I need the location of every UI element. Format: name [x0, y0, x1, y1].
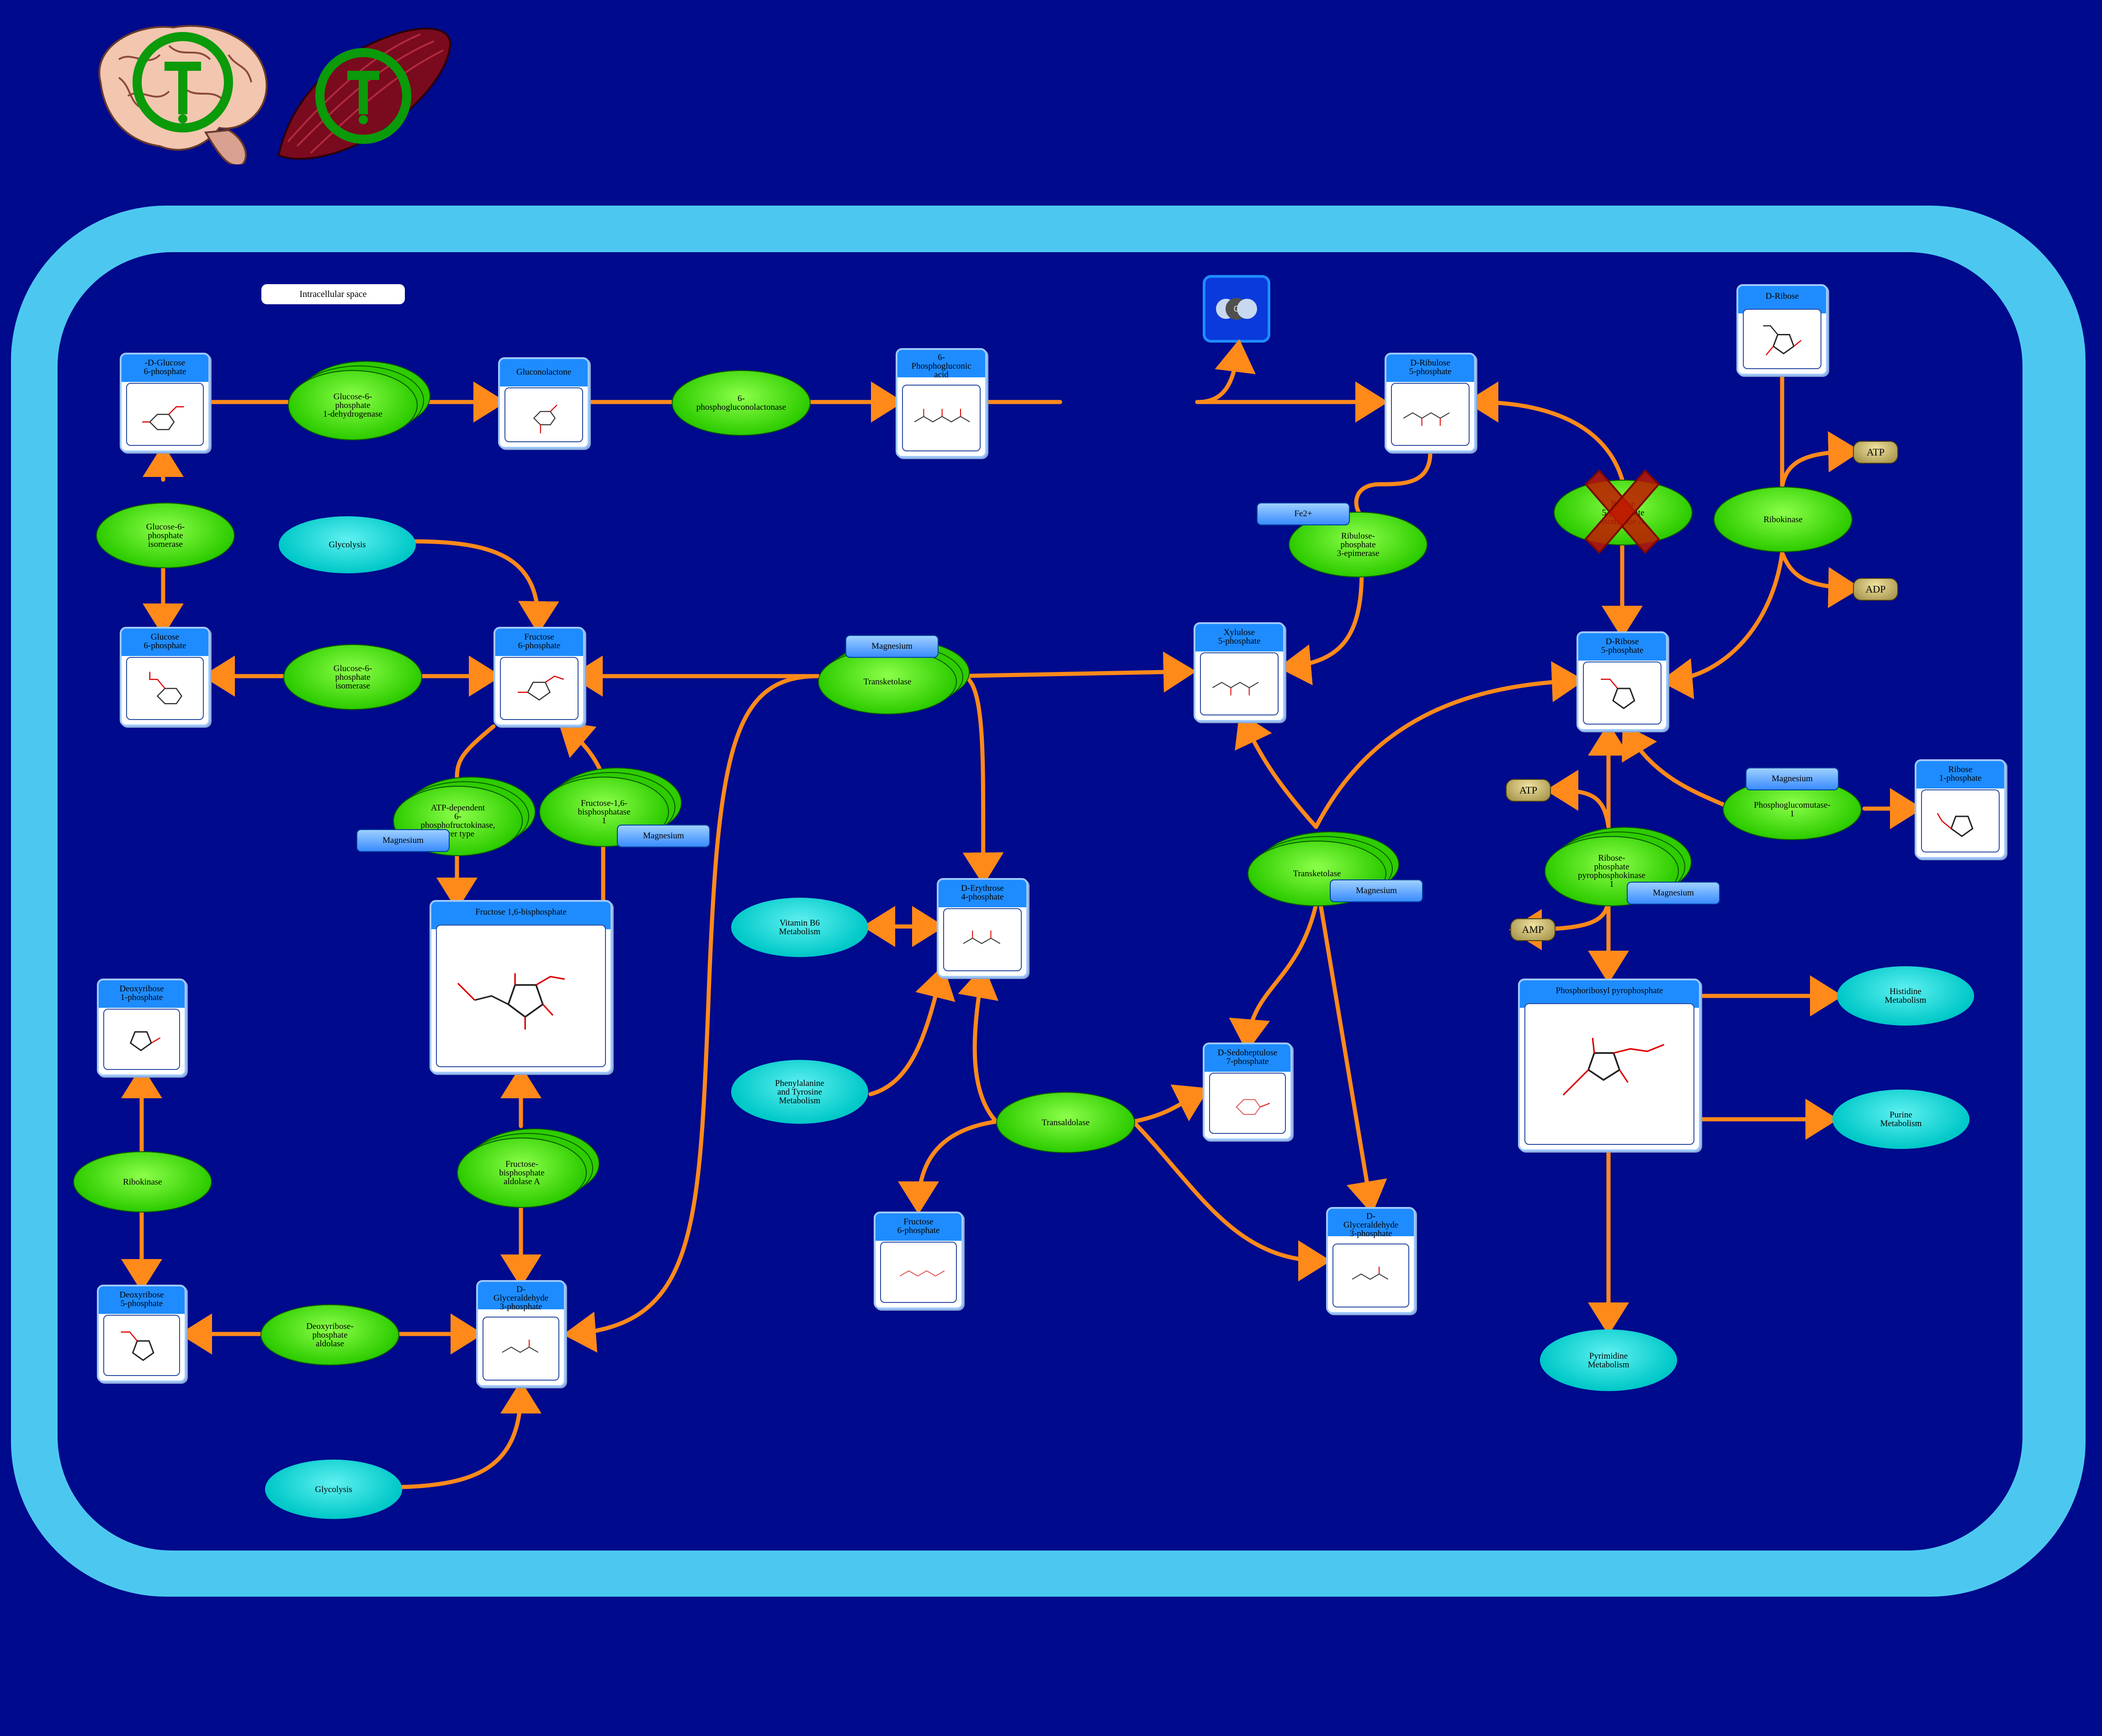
metabolite-label: Xylulose 5-phosphate	[1218, 628, 1261, 646]
metabolite-alpha-d-glucose-6-phosphate[interactable]: -D-Glucose 6-phosphate	[120, 353, 210, 452]
metabolite-label: D-Sedoheptulose 7-phosphate	[1217, 1048, 1278, 1066]
pathway-glycolysis-top[interactable]: Glycolysis	[279, 516, 416, 573]
enzyme-fructose-bisphosphate-aldolase-a[interactable]: Fructose- bisphosphate aldolase A	[457, 1138, 587, 1208]
inhibited-enzyme-cross-icon	[1584, 469, 1660, 554]
metabolite-d-glyceraldehyde-3-phosphate-left[interactable]: D- Glyceraldehyde 3-phosphate	[476, 1280, 566, 1387]
structure-image	[902, 385, 981, 451]
cofactor-magnesium-transketolase-mid[interactable]: Magnesium	[1330, 879, 1423, 902]
structure-image	[126, 383, 204, 446]
metabolite-label: D-Ribulose 5-phosphate	[1409, 358, 1452, 376]
metabolite-deoxyribose-1-phosphate[interactable]: Deoxyribose 1-phosphate	[97, 979, 186, 1076]
enzyme-glucose-6-phosphate-isomerase-mid[interactable]: Glucose-6- phosphate isomerase	[283, 644, 422, 710]
metabolite-label: Phosphoribosyl pyrophosphate	[1555, 985, 1663, 995]
metabolite-d-sedoheptulose-7-phosphate[interactable]: D-Sedoheptulose 7-phosphate	[1203, 1043, 1292, 1140]
structure-image	[1200, 652, 1279, 715]
structure-image	[1583, 662, 1661, 725]
structure-image	[1921, 789, 2000, 852]
metabolite-label: 6- Phosphogluconic acid	[911, 352, 971, 380]
enzyme-transketolase-top[interactable]: Transketolase	[818, 649, 957, 715]
structure-image	[880, 1242, 957, 1303]
cofactor-magnesium-prps[interactable]: Magnesium	[1627, 882, 1720, 905]
metabolite-deoxyribose-5-phosphate[interactable]: Deoxyribose 5-phosphate	[97, 1285, 186, 1382]
metabolite-label: D- Glyceraldehyde 3-phosphate	[1343, 1211, 1399, 1238]
brain-organ-icon	[98, 25, 268, 164]
pathway-pyrimidine-metabolism[interactable]: Pyrimidine Metabolism	[1540, 1329, 1677, 1391]
compartment-label: Intracellular space	[261, 284, 405, 304]
metabolite-label: Fructose 1,6-bisphosphate	[475, 907, 567, 917]
enzyme-glucose-6-phosphate-isomerase-top[interactable]: Glucose-6- phosphate isomerase	[96, 503, 235, 568]
metabolite-glucose-6-phosphate[interactable]: Glucose 6-phosphate	[120, 627, 210, 726]
co2-molecule-icon: C	[1203, 275, 1270, 343]
structure-image	[500, 657, 579, 720]
metabolite-gluconolactone[interactable]: Gluconolactone	[498, 357, 589, 449]
metabolite-phosphoribosyl-pyrophosphate[interactable]: Phosphoribosyl pyrophosphate	[1518, 979, 1701, 1151]
structure-image	[1743, 309, 1821, 369]
metabolite-label: D-Erythrose 4-phosphate	[961, 884, 1004, 902]
metabolite-label: D-Ribose	[1765, 291, 1799, 301]
structure-image	[943, 908, 1022, 971]
metabolite-d-erythrose-4-phosphate[interactable]: D-Erythrose 4-phosphate	[937, 878, 1028, 978]
structure-image	[436, 925, 606, 1067]
structure-image	[126, 657, 204, 720]
structure-image	[504, 387, 583, 442]
pathway-glycolysis-bottom[interactable]: Glycolysis	[265, 1460, 402, 1519]
pathway-vitamin-b6-metabolism[interactable]: Vitamin B6 Metabolism	[731, 898, 868, 957]
metabolite-label: Fructose 6-phosphate	[897, 1217, 940, 1235]
metabolite-fructose-1-6-bisphosphate[interactable]: Fructose 1,6-bisphosphate	[430, 900, 612, 1074]
metabolite-label: -D-Glucose 6-phosphate	[143, 358, 186, 376]
structure-image	[103, 1009, 180, 1070]
cofactor-magnesium-pgm[interactable]: Magnesium	[1746, 767, 1839, 790]
metabolite-d-ribose-5-phosphate[interactable]: D-Ribose 5-phosphate	[1576, 631, 1668, 731]
metabolite-ribose-1-phosphate[interactable]: Ribose 1-phosphate	[1915, 759, 2006, 859]
structure-image	[1209, 1073, 1286, 1134]
muscle-organ-icon	[277, 27, 451, 160]
metabolite-label: Gluconolactone	[516, 367, 572, 377]
enzyme-glucose-6-phosphate-1-dehydrogenase[interactable]: Glucose-6- phosphate 1-dehydrogenase	[288, 370, 418, 440]
cofactor-fe2[interactable]: Fe2+	[1257, 503, 1350, 525]
metabolite-fructose-6-phosphate[interactable]: Fructose 6-phosphate	[494, 627, 585, 726]
metabolite-d-glyceraldehyde-3-phosphate-right[interactable]: D- Glyceraldehyde 3-phosphate	[1326, 1207, 1416, 1314]
svg-text:C: C	[1234, 304, 1240, 313]
structure-image	[1524, 1003, 1694, 1145]
pathway-histidine-metabolism[interactable]: Histidine Metabolism	[1837, 966, 1974, 1026]
small-molecule-atp-mid[interactable]: ATP	[1506, 779, 1551, 802]
structure-image	[103, 1315, 180, 1376]
metabolite-label: Deoxyribose 1-phosphate	[119, 984, 164, 1002]
metabolite-label: Glucose 6-phosphate	[143, 632, 186, 651]
metabolite-6-phosphogluconic-acid[interactable]: 6- Phosphogluconic acid	[896, 348, 987, 458]
metabolite-label: Deoxyribose 5-phosphate	[119, 1290, 164, 1308]
metabolite-fructose-6-phosphate-lower[interactable]: Fructose 6-phosphate	[874, 1212, 963, 1309]
enzyme-ribokinase-left[interactable]: Ribokinase	[73, 1151, 212, 1212]
metabolite-label: D-Ribose 5-phosphate	[1601, 637, 1644, 655]
cofactor-magnesium-pfk[interactable]: Magnesium	[356, 829, 450, 852]
small-molecule-atp-top[interactable]: ATP	[1853, 441, 1898, 464]
cofactor-magnesium-fbp1[interactable]: Magnesium	[617, 825, 710, 847]
metabolite-d-ribose[interactable]: D-Ribose	[1736, 284, 1828, 376]
structure-image	[1391, 383, 1470, 446]
pathway-phenylalanine-tyrosine-metabolism[interactable]: Phenylalanine and Tyrosine Metabolism	[731, 1060, 868, 1124]
metabolite-label: Ribose 1-phosphate	[1939, 765, 1982, 783]
metabolite-d-ribulose-5-phosphate[interactable]: D-Ribulose 5-phosphate	[1385, 353, 1476, 452]
enzyme-deoxyribose-phosphate-aldolase[interactable]: Deoxyribose- phosphate aldolase	[260, 1304, 399, 1366]
small-molecule-amp-mid[interactable]: AMP	[1510, 918, 1555, 941]
structure-image	[1332, 1244, 1409, 1307]
pathway-purine-metabolism[interactable]: Purine Metabolism	[1832, 1090, 1969, 1149]
metabolite-label: D- Glyceraldehyde 3-phosphate	[493, 1284, 549, 1312]
enzyme-ribokinase-top[interactable]: Ribokinase	[1714, 487, 1853, 552]
enzyme-transaldolase[interactable]: Transaldolase	[996, 1092, 1135, 1153]
enzyme-phosphoglucomutase-1[interactable]: Phosphoglucomutase- 1	[1723, 779, 1862, 840]
structure-image	[483, 1317, 559, 1381]
metabolite-label: Fructose 6-phosphate	[518, 632, 561, 651]
metabolite-xylulose-5-phosphate[interactable]: Xylulose 5-phosphate	[1194, 622, 1285, 722]
cofactor-magnesium-transketolase-top[interactable]: Magnesium	[845, 635, 939, 658]
enzyme-6-phosphogluconolactonase[interactable]: 6- phosphogluconolactonase	[672, 370, 811, 436]
small-molecule-adp-top[interactable]: ADP	[1853, 578, 1898, 601]
